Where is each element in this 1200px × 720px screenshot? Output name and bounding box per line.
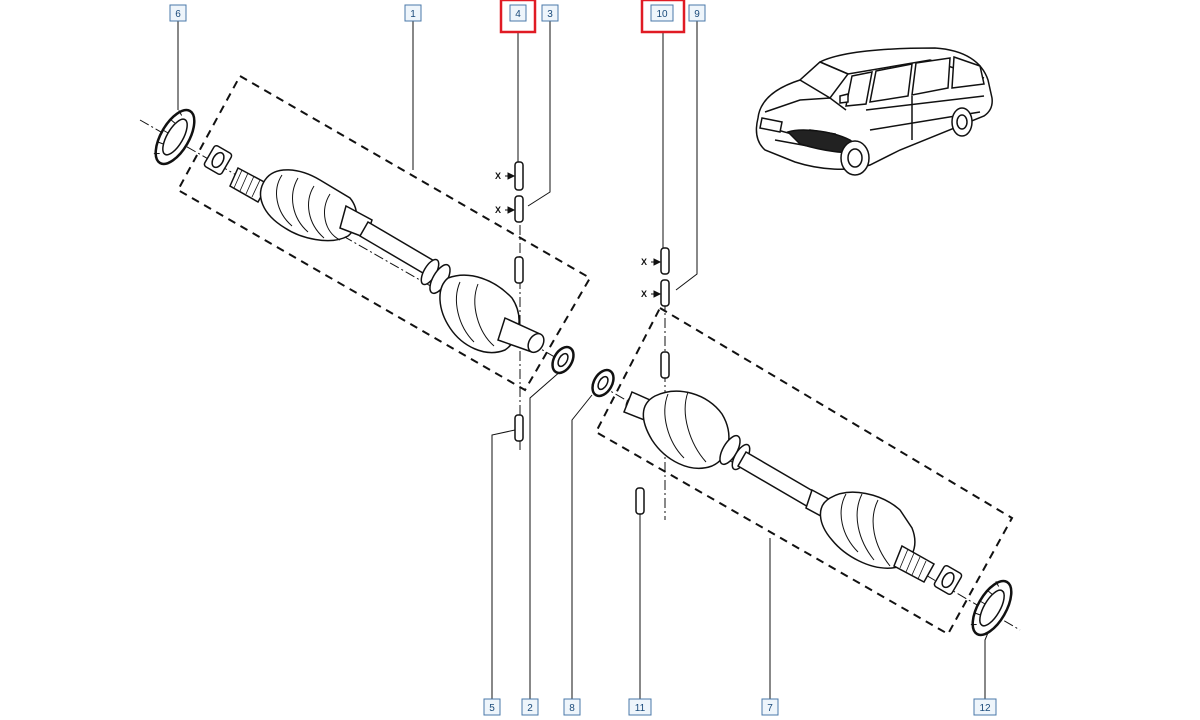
left-drive-shaft [153, 108, 575, 375]
callout-11: 11 [628, 698, 652, 716]
svg-text:11: 11 [635, 703, 646, 714]
shaft-bar-right [736, 450, 820, 510]
threaded-stub-right [893, 544, 936, 584]
svg-text:5: 5 [489, 703, 495, 714]
roll-pins-right [635, 247, 670, 515]
roll-pin-4 [514, 161, 524, 191]
nut-left [203, 144, 233, 176]
highlight-frame-4 [499, 0, 537, 34]
svg-text:6: 6 [175, 9, 181, 20]
minivan-illustration [755, 47, 993, 176]
callout-1: 1 [404, 4, 422, 22]
svg-text:X: X [641, 289, 647, 299]
svg-text:X: X [641, 257, 647, 267]
leader-lines [177, 20, 991, 702]
callout-10: 10 [640, 0, 686, 34]
outer-cv-boot-right [805, 488, 916, 569]
svg-text:3: 3 [547, 9, 553, 20]
svg-text:X: X [495, 171, 501, 181]
svg-text:4: 4 [515, 9, 521, 20]
roll-pin-9 [660, 279, 670, 307]
svg-text:X: X [495, 205, 501, 215]
svg-text:12: 12 [979, 703, 991, 714]
wheel-front [840, 140, 870, 176]
outer-cv-boot-left [259, 169, 373, 242]
left-shaft-assembly-outline [176, 74, 592, 392]
roll-pin-10 [660, 247, 670, 275]
svg-text:7: 7 [767, 703, 773, 714]
callout-12: 12 [973, 698, 997, 716]
dimension-marks-right: X X [641, 257, 662, 299]
svg-text:10: 10 [656, 9, 668, 20]
roll-pin-5 [514, 414, 524, 442]
callout-7: 7 [761, 698, 779, 716]
roll-pin-11 [635, 487, 645, 515]
callout-5: 5 [483, 698, 501, 716]
inner-tripod-housing-left [439, 274, 545, 354]
roll-pin-middle-right [660, 351, 670, 379]
threaded-stub-left [229, 166, 270, 204]
oil-seal-right [591, 368, 615, 398]
callout-9: 9 [688, 4, 706, 22]
svg-text:9: 9 [694, 9, 700, 20]
inner-tripod-housing-right [623, 390, 730, 469]
callout-3: 3 [541, 4, 559, 22]
roll-pin-3 [514, 195, 524, 223]
inner-boot-rings-left [420, 258, 451, 295]
abs-ring-right [970, 579, 1013, 637]
roll-pins-left [514, 161, 524, 442]
right-drive-shaft [591, 368, 1013, 637]
svg-text:8: 8 [569, 703, 575, 714]
dimension-marks-left: X X [495, 171, 516, 215]
svg-text:2: 2 [527, 703, 533, 714]
callout-4: 4 [499, 0, 537, 34]
highlight-frame-10 [640, 0, 686, 34]
right-shaft-assembly-outline [594, 306, 1014, 636]
callout-2: 2 [521, 698, 539, 716]
oil-seal-left [551, 345, 575, 375]
abs-ring-left [153, 108, 196, 166]
wheel-rear [951, 107, 973, 137]
callout-6: 6 [169, 4, 187, 22]
svg-text:1: 1 [410, 9, 416, 20]
callout-8: 8 [563, 698, 581, 716]
nut-right [933, 564, 963, 596]
roll-pin-middle-left [514, 256, 524, 284]
